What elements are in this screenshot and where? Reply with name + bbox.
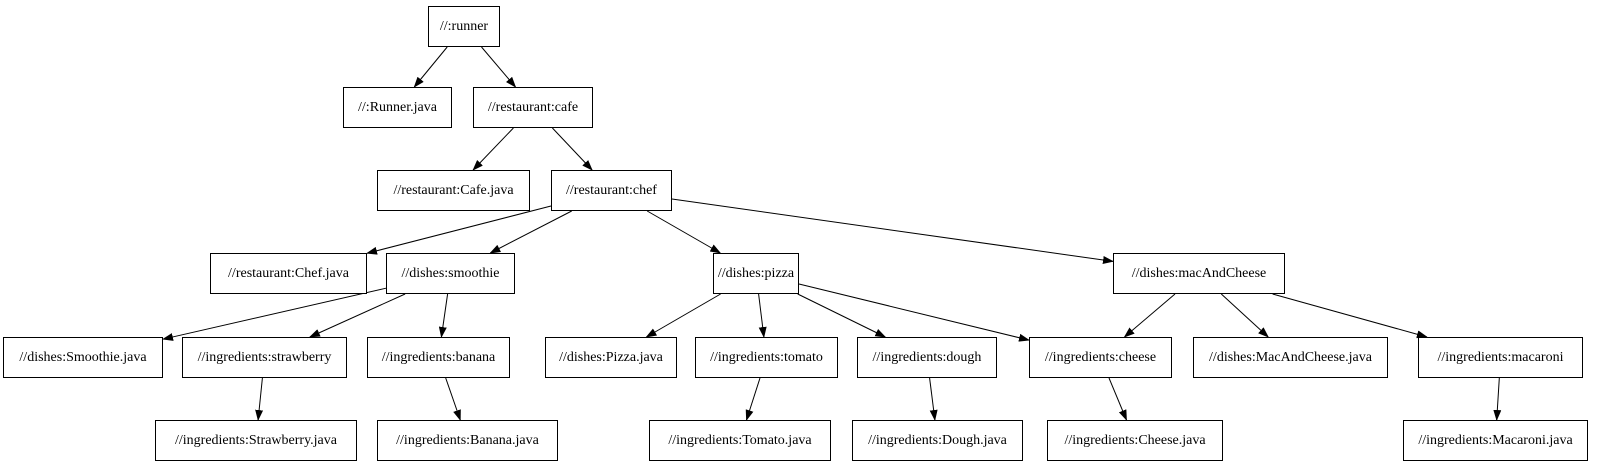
graph-node-chef_java: //restaurant:Chef.java <box>210 253 367 294</box>
graph-node-label: //dishes:smoothie <box>401 265 500 281</box>
graph-node-label: //ingredients:Banana.java <box>396 432 539 448</box>
graph-edge-macandcheese-to-macandcheese_java <box>1220 293 1269 338</box>
graph-edge-smoothie-to-banana <box>438 293 449 338</box>
graph-node-label: //dishes:Smoothie.java <box>19 349 147 365</box>
graph-node-macandcheese_java: //dishes:MacAndCheese.java <box>1193 337 1388 378</box>
graph-edge-runner-to-runner_java <box>413 46 448 88</box>
graph-edge-pizza-to-tomato <box>758 293 767 338</box>
graph-edge-smoothie-to-smoothie_java <box>162 287 387 341</box>
graph-node-cheese_java: //ingredients:Cheese.java <box>1047 420 1223 461</box>
graph-edge-macaroni-to-macaroni_java <box>1493 377 1502 421</box>
graph-edge-chef-to-smoothie <box>489 210 572 254</box>
graph-node-label: //restaurant:chef <box>566 182 657 198</box>
graph-edge-cheese-to-cheese_java <box>1108 377 1127 421</box>
graph-edge-chef-to-chef_java <box>366 205 552 255</box>
graph-edge-strawberry-to-strawberry_java <box>255 377 264 421</box>
graph-edge-tomato-to-tomato_java <box>745 377 761 421</box>
graph-edge-chef-to-pizza <box>646 210 722 254</box>
graph-node-label: //ingredients:Macaroni.java <box>1418 432 1573 448</box>
graph-node-label: //ingredients:Strawberry.java <box>175 432 337 448</box>
graph-node-macandcheese: //dishes:macAndCheese <box>1113 253 1285 294</box>
graph-edge-cafe-to-chef <box>552 127 593 171</box>
graph-node-dough: //ingredients:dough <box>857 337 997 378</box>
graph-node-label: //dishes:macAndCheese <box>1131 265 1267 281</box>
graph-node-label: //ingredients:Dough.java <box>868 432 1007 448</box>
graph-edge-macandcheese-to-cheese <box>1123 293 1176 338</box>
graph-edge-pizza-to-cheese <box>798 283 1030 342</box>
graph-edge-banana-to-banana_java <box>445 377 461 421</box>
graph-node-smoothie_java: //dishes:Smoothie.java <box>3 337 163 378</box>
graph-node-label: //dishes:MacAndCheese.java <box>1209 349 1372 365</box>
graph-node-cheese: //ingredients:cheese <box>1029 337 1172 378</box>
graph-node-label: //ingredients:macaroni <box>1437 349 1564 365</box>
graph-node-macaroni_java: //ingredients:Macaroni.java <box>1403 420 1588 461</box>
graph-node-label: //ingredients:Tomato.java <box>668 432 812 448</box>
graph-node-label: //:Runner.java <box>358 99 437 115</box>
graph-edge-runner-to-cafe <box>481 46 517 88</box>
graph-edge-dough-to-dough_java <box>929 377 938 421</box>
graph-node-label: //restaurant:cafe <box>487 99 579 115</box>
graph-node-label: //ingredients:strawberry <box>197 349 332 365</box>
graph-node-label: //ingredients:tomato <box>710 349 823 365</box>
graph-node-label: //restaurant:Chef.java <box>228 265 349 281</box>
graph-node-label: //ingredients:dough <box>872 349 982 365</box>
graph-edge-cafe-to-cafe_java <box>472 127 514 171</box>
graph-edge-pizza-to-dough <box>797 293 887 338</box>
graph-node-pizza: //dishes:pizza <box>713 253 799 294</box>
graph-node-smoothie: //dishes:smoothie <box>386 253 515 294</box>
graph-edge-smoothie-to-strawberry <box>308 293 406 338</box>
graph-node-strawberry: //ingredients:strawberry <box>182 337 347 378</box>
graph-node-banana_java: //ingredients:Banana.java <box>377 420 558 461</box>
graph-node-label: //ingredients:Cheese.java <box>1064 432 1206 448</box>
graph-edge-macandcheese-to-macaroni <box>1272 293 1428 339</box>
graph-node-runner: //:runner <box>428 6 500 47</box>
graph-edge-chef-to-macandcheese <box>671 198 1114 264</box>
graph-node-macaroni: //ingredients:macaroni <box>1418 337 1583 378</box>
graph-node-label: //restaurant:Cafe.java <box>393 182 514 198</box>
graph-node-tomato_java: //ingredients:Tomato.java <box>649 420 831 461</box>
graph-node-cafe_java: //restaurant:Cafe.java <box>377 170 530 211</box>
graph-edge-pizza-to-pizza_java <box>645 293 721 338</box>
graph-node-label: //ingredients:cheese <box>1044 349 1157 365</box>
graph-node-tomato: //ingredients:tomato <box>695 337 838 378</box>
graph-node-cafe: //restaurant:cafe <box>473 87 593 128</box>
graph-node-strawberry_java: //ingredients:Strawberry.java <box>155 420 357 461</box>
graph-node-label: //dishes:pizza <box>717 265 795 281</box>
graph-node-runner_java: //:Runner.java <box>343 87 452 128</box>
graph-node-label: //dishes:Pizza.java <box>559 349 663 365</box>
graph-node-chef: //restaurant:chef <box>551 170 672 211</box>
graph-node-label: //:runner <box>439 18 489 34</box>
graph-node-banana: //ingredients:banana <box>367 337 510 378</box>
graph-node-label: //ingredients:banana <box>381 349 496 365</box>
graph-node-dough_java: //ingredients:Dough.java <box>852 420 1023 461</box>
graph-node-pizza_java: //dishes:Pizza.java <box>545 337 677 378</box>
